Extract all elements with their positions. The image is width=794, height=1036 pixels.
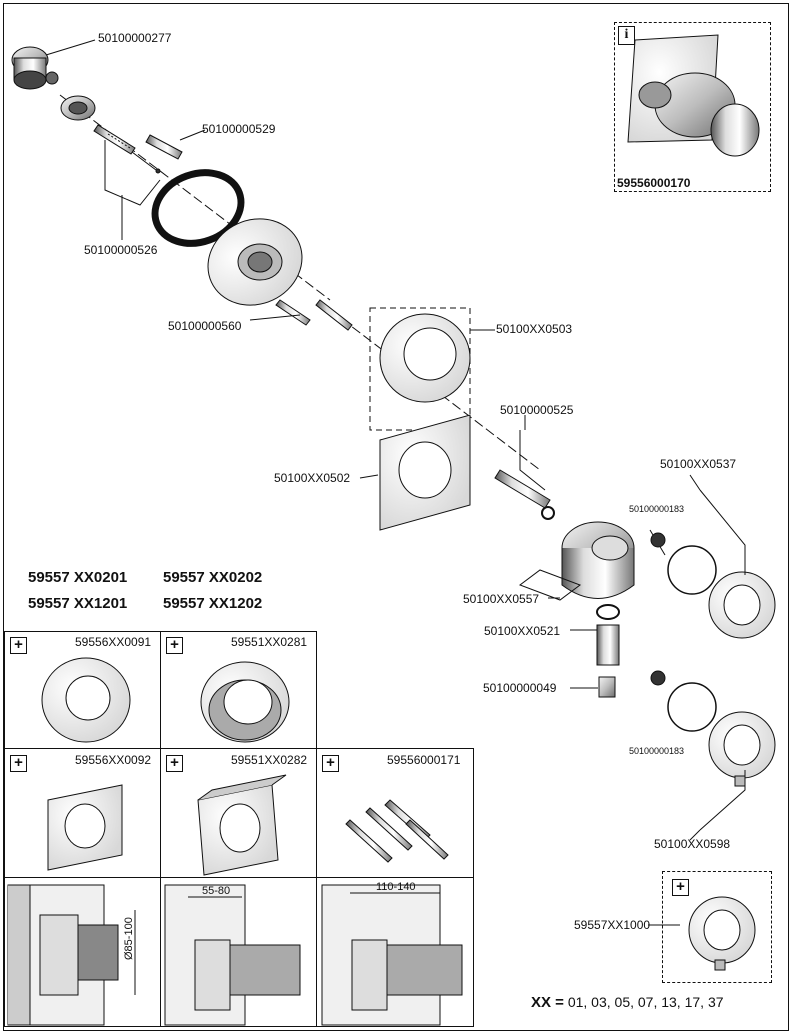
extra-knob-illustration <box>688 896 756 971</box>
part-label: 50100XX0502 <box>274 471 351 485</box>
accessory-part: 59556XX0092 <box>75 753 152 767</box>
knob-bottom-part <box>650 670 776 787</box>
nut-part <box>60 95 96 121</box>
section-cell <box>4 877 161 1027</box>
part-label: 50100000525 <box>500 403 574 417</box>
model-code: 59557 XX1202 <box>163 595 263 612</box>
xx-note: XX = 01, 03, 05, 07, 13, 17, 37 <box>531 994 724 1011</box>
plus-icon: + <box>10 637 27 654</box>
part-label: 50100XX0557 <box>463 592 540 606</box>
accessory-square-rosette-thin <box>47 784 123 871</box>
info-icon: i <box>618 26 635 45</box>
screw-part <box>93 124 183 174</box>
xx-label: XX = <box>531 994 564 1011</box>
accessory-part: 59556XX0091 <box>75 635 152 649</box>
part-label: 50100000049 <box>483 681 557 695</box>
model-code: 59557 XX1201 <box>28 595 128 612</box>
plus-icon: + <box>322 755 339 772</box>
drawing-frame <box>3 3 789 1031</box>
accessory-square-rosette-thick <box>197 774 287 876</box>
plus-icon: + <box>166 755 183 772</box>
info-panel-part: 59556000170 <box>617 176 691 190</box>
plus-icon: + <box>10 755 27 772</box>
model-code: 59557 XX0202 <box>163 569 263 586</box>
plus-icon: + <box>672 879 689 896</box>
part-label: 50100XX0521 <box>484 624 561 638</box>
dimension-label: 55-80 <box>202 885 231 897</box>
part-label: 50100000560 <box>168 319 242 333</box>
part-label: 50100000277 <box>98 31 172 45</box>
accessory-part: 59556000171 <box>387 753 461 767</box>
plus-icon: + <box>166 637 183 654</box>
valve-body-part <box>561 521 635 599</box>
xx-values: 01, 03, 05, 07, 13, 17, 37 <box>567 994 724 1010</box>
part-label: 50100XX0598 <box>654 837 731 851</box>
info-panel-illustration <box>627 34 760 157</box>
part-label: 50100000183 <box>629 746 685 756</box>
info-panel <box>614 22 771 192</box>
cartridge-part <box>11 46 59 90</box>
accessory-round-rosette-thin <box>41 657 131 743</box>
knob-top-part <box>649 529 776 639</box>
part-label: 50100000529 <box>202 122 276 136</box>
part-label: 50100XX0537 <box>660 457 737 471</box>
wall-section-1 <box>7 884 136 1026</box>
part-label: 59557XX1000 <box>574 918 651 932</box>
section-cell <box>160 877 317 1027</box>
part-label: 50100000526 <box>84 243 158 257</box>
dimension-label: 110-140 <box>376 881 416 893</box>
accessory-cell <box>160 748 317 878</box>
square-rosette-part <box>379 414 471 531</box>
accessory-round-rosette-thick <box>200 661 290 743</box>
accessory-cell <box>4 748 161 878</box>
round-rosette-part <box>369 307 471 431</box>
wall-section-3 <box>321 884 463 1026</box>
section-cell <box>316 877 474 1027</box>
dimension-label: Ø85-100 <box>123 917 135 960</box>
part-label: 50100000183 <box>629 504 685 514</box>
accessory-cell <box>316 748 474 878</box>
accessory-part: 59551XX0281 <box>231 635 308 649</box>
extra-knob-panel <box>662 871 772 983</box>
model-code: 59557 XX0201 <box>28 569 128 586</box>
mounting-plate-part <box>207 218 303 306</box>
accessory-part: 59551XX0282 <box>231 753 308 767</box>
accessory-screws <box>345 799 449 863</box>
wall-section-2 <box>164 884 301 1026</box>
part-label: 50100XX0503 <box>496 322 573 336</box>
